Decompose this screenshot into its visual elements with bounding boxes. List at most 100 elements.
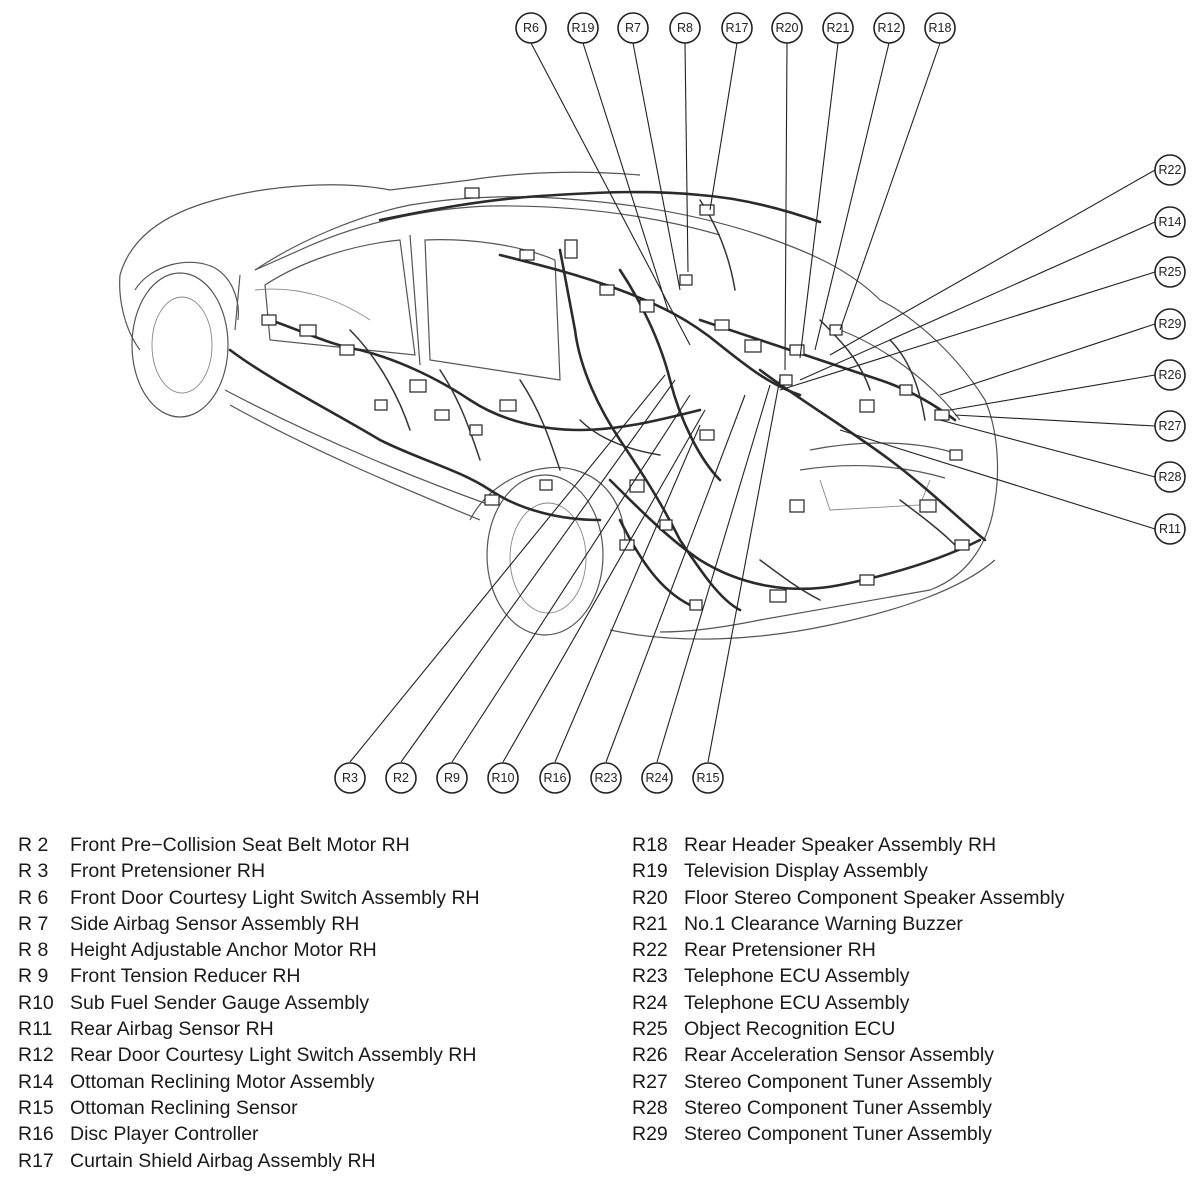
legend-description: Rear Pretensioner RH: [684, 939, 876, 962]
callout-r18: R18: [924, 12, 956, 44]
legend-code: R23: [632, 965, 668, 988]
legend-code: R11: [18, 1018, 53, 1041]
callout-r14: R14: [1154, 206, 1186, 238]
legend-item: R 2 Front Pre−Collision Seat Belt Motor R…: [18, 832, 480, 858]
svg-text:R26: R26: [1159, 368, 1182, 382]
callout-r22: R22: [1154, 154, 1186, 186]
legend-description: Ottoman Reclining Motor Assembly: [70, 1070, 375, 1093]
wire-harness: [228, 190, 987, 612]
svg-text:R11: R11: [1159, 522, 1181, 536]
callout-r10: R10: [487, 762, 519, 794]
legend-code: R24: [632, 991, 668, 1014]
legend-item: R11 Rear Airbag Sensor RH: [18, 1016, 480, 1042]
svg-text:R20: R20: [776, 21, 799, 35]
svg-text:R16: R16: [544, 771, 567, 785]
legend-description: No.1 Clearance Warning Buzzer: [684, 912, 963, 935]
legend-item: R20 Floor Stereo Component Speaker Assemb…: [632, 885, 1064, 911]
legend-item: R22 Rear Pretensioner RH: [632, 937, 1064, 963]
harness-location-diagram: R6 R19 R7 R8 R17 R20 R21 R12 R18 R22 R14…: [119, 12, 1186, 794]
legend-item: R23 Telephone ECU Assembly: [632, 963, 1064, 989]
legend-description: Ottoman Reclining Sensor: [70, 1096, 298, 1119]
legend-code: R 3: [18, 860, 49, 883]
legend-item: R25 Object Recognition ECU: [632, 1016, 1064, 1042]
legend-description: Front Tension Reducer RH: [70, 965, 301, 988]
callout-r27: R27: [1154, 410, 1186, 442]
callout-r26: R26: [1154, 359, 1186, 391]
svg-text:R3: R3: [342, 771, 358, 785]
callout-r19: R19: [567, 12, 599, 44]
legend-code: R19: [632, 860, 668, 883]
svg-text:R15: R15: [697, 771, 720, 785]
car-body-outline: [119, 171, 999, 640]
callout-r3: R3: [334, 762, 366, 794]
legend-description: Front Pretensioner RH: [70, 860, 266, 883]
legend-description: Disc Player Controller: [70, 1123, 259, 1146]
legend-description: Front Pre−Collision Seat Belt Motor RH: [70, 834, 410, 856]
svg-text:R12: R12: [878, 21, 901, 35]
callout-r16: R16: [539, 762, 571, 794]
svg-text:R9: R9: [444, 771, 460, 785]
connectors: [261, 187, 970, 611]
legend-item: R15 Ottoman Reclining Sensor: [18, 1095, 480, 1121]
legend-code: R20: [632, 886, 668, 909]
svg-text:R28: R28: [1159, 470, 1182, 484]
svg-text:R17: R17: [726, 21, 749, 35]
legend-item: R16 Disc Player Controller: [18, 1121, 480, 1147]
callout-r2: R2: [385, 762, 417, 794]
legend-code: R16: [18, 1123, 54, 1146]
legend-item: R21 No.1 Clearance Warning Buzzer: [632, 911, 1064, 937]
svg-text:R21: R21: [827, 21, 850, 35]
legend-description: Sub Fuel Sender Gauge Assembly: [70, 991, 370, 1014]
legend-item: R14 Ottoman Reclining Motor Assembly: [18, 1069, 480, 1095]
legend-code: R22: [632, 939, 668, 962]
svg-text:R23: R23: [595, 771, 618, 785]
legend-description: Telephone ECU Assembly: [684, 965, 910, 988]
svg-text:R18: R18: [929, 21, 952, 35]
legend-column-left: R 2 Front Pre−Collision Seat Belt Motor R…: [18, 832, 480, 1174]
callout-r29: R29: [1154, 308, 1186, 340]
legend-code: R21: [632, 912, 668, 935]
legend-code: R25: [632, 1018, 668, 1041]
legend-code: R 9: [18, 965, 49, 988]
svg-text:R6: R6: [523, 21, 539, 35]
legend-code: R28: [632, 1096, 668, 1119]
legend-item: R 3 Front Pretensioner RH: [18, 858, 480, 884]
legend-code: R14: [18, 1070, 54, 1093]
legend-code: R15: [18, 1096, 54, 1119]
legend-description: Floor Stereo Component Speaker Assembly: [684, 886, 1065, 909]
svg-text:R10: R10: [492, 771, 515, 785]
legend-item: R 9 Front Tension Reducer RH: [18, 963, 480, 989]
legend-description: Rear Airbag Sensor RH: [70, 1018, 274, 1041]
legend-code: R10: [18, 991, 54, 1014]
svg-text:R19: R19: [572, 21, 595, 35]
legend-description: Stereo Component Tuner Assembly: [684, 1123, 992, 1146]
svg-text:R22: R22: [1159, 163, 1182, 177]
callout-r12: R12: [873, 12, 905, 44]
svg-text:R24: R24: [646, 771, 669, 785]
callout-r21: R21: [822, 12, 854, 44]
callout-r9: R9: [436, 762, 468, 794]
legend-description: Object Recognition ECU: [684, 1018, 896, 1041]
legend-description: Curtain Shield Airbag Assembly RH: [70, 1149, 376, 1172]
legend-code: R 2: [18, 834, 49, 856]
svg-text:R27: R27: [1159, 419, 1182, 433]
callout-r11: R11: [1154, 513, 1186, 545]
callout-r17: R17: [721, 12, 753, 44]
legend-code: R27: [632, 1070, 668, 1093]
legend-item: R10 Sub Fuel Sender Gauge Assembly: [18, 990, 480, 1016]
component-legend: R 2 Front Pre−Collision Seat Belt Motor R…: [0, 832, 1200, 1177]
legend-description: Telephone ECU Assembly: [684, 991, 910, 1014]
svg-text:R2: R2: [393, 771, 409, 785]
legend-description: Height Adjustable Anchor Motor RH: [70, 939, 377, 962]
callout-r6: R6: [515, 12, 547, 44]
legend-description: Side Airbag Sensor Assembly RH: [70, 912, 360, 935]
